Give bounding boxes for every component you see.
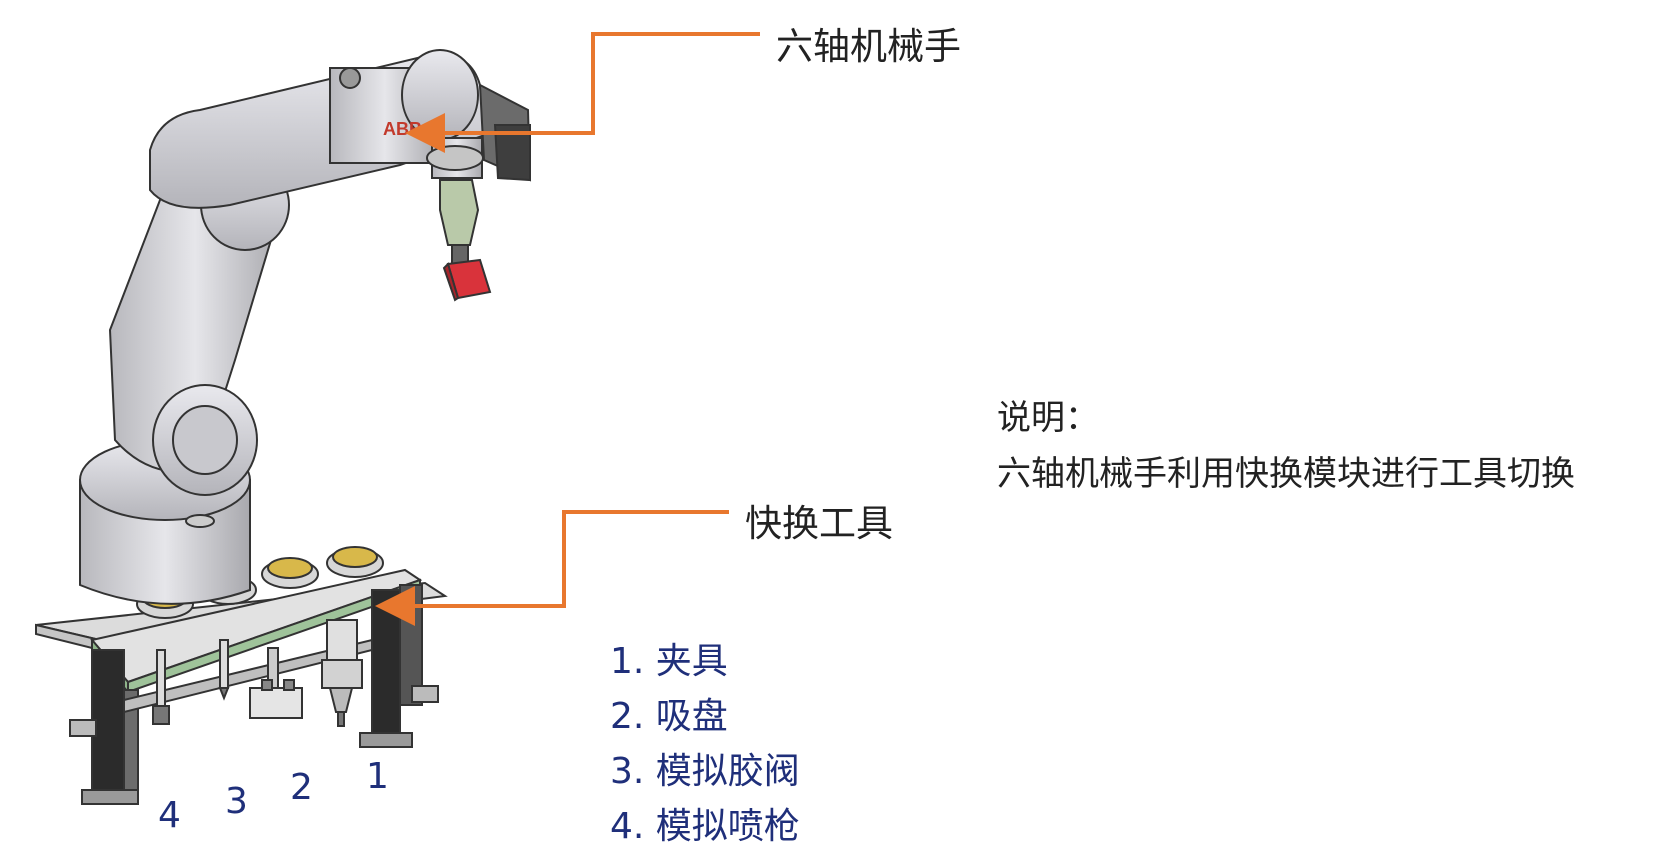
tool-callout-line: [375, 510, 729, 626]
tool-list-item: 3. 模拟胶阀: [610, 751, 800, 792]
robot-callout-label: 六轴机械手: [776, 25, 961, 68]
note-title: 说明：: [997, 398, 1099, 438]
note-text: 六轴机械手利用快换模块进行工具切换: [997, 454, 1575, 494]
hanging-tools: [152, 619, 363, 727]
tool-list-item: 1. 夹具: [610, 641, 728, 682]
tool-number: 4: [158, 795, 181, 836]
tool-callout-label: 快换工具: [745, 502, 893, 545]
tool-rack: [35, 568, 448, 805]
robot-callout-line: [405, 32, 760, 153]
tool-list-item: 4. 模拟喷枪: [610, 806, 800, 847]
tool-number: 1: [366, 756, 389, 797]
tool-list-item: 2. 吸盘: [610, 696, 728, 737]
tool-number: 3: [225, 781, 248, 822]
robot-wrist: [426, 137, 484, 266]
tool-list: 1. 夹具 2. 吸盘 3. 模拟胶阀 4. 模拟喷枪: [610, 634, 800, 854]
red-end-effector: [442, 258, 492, 302]
tool-number: 2: [290, 767, 313, 808]
